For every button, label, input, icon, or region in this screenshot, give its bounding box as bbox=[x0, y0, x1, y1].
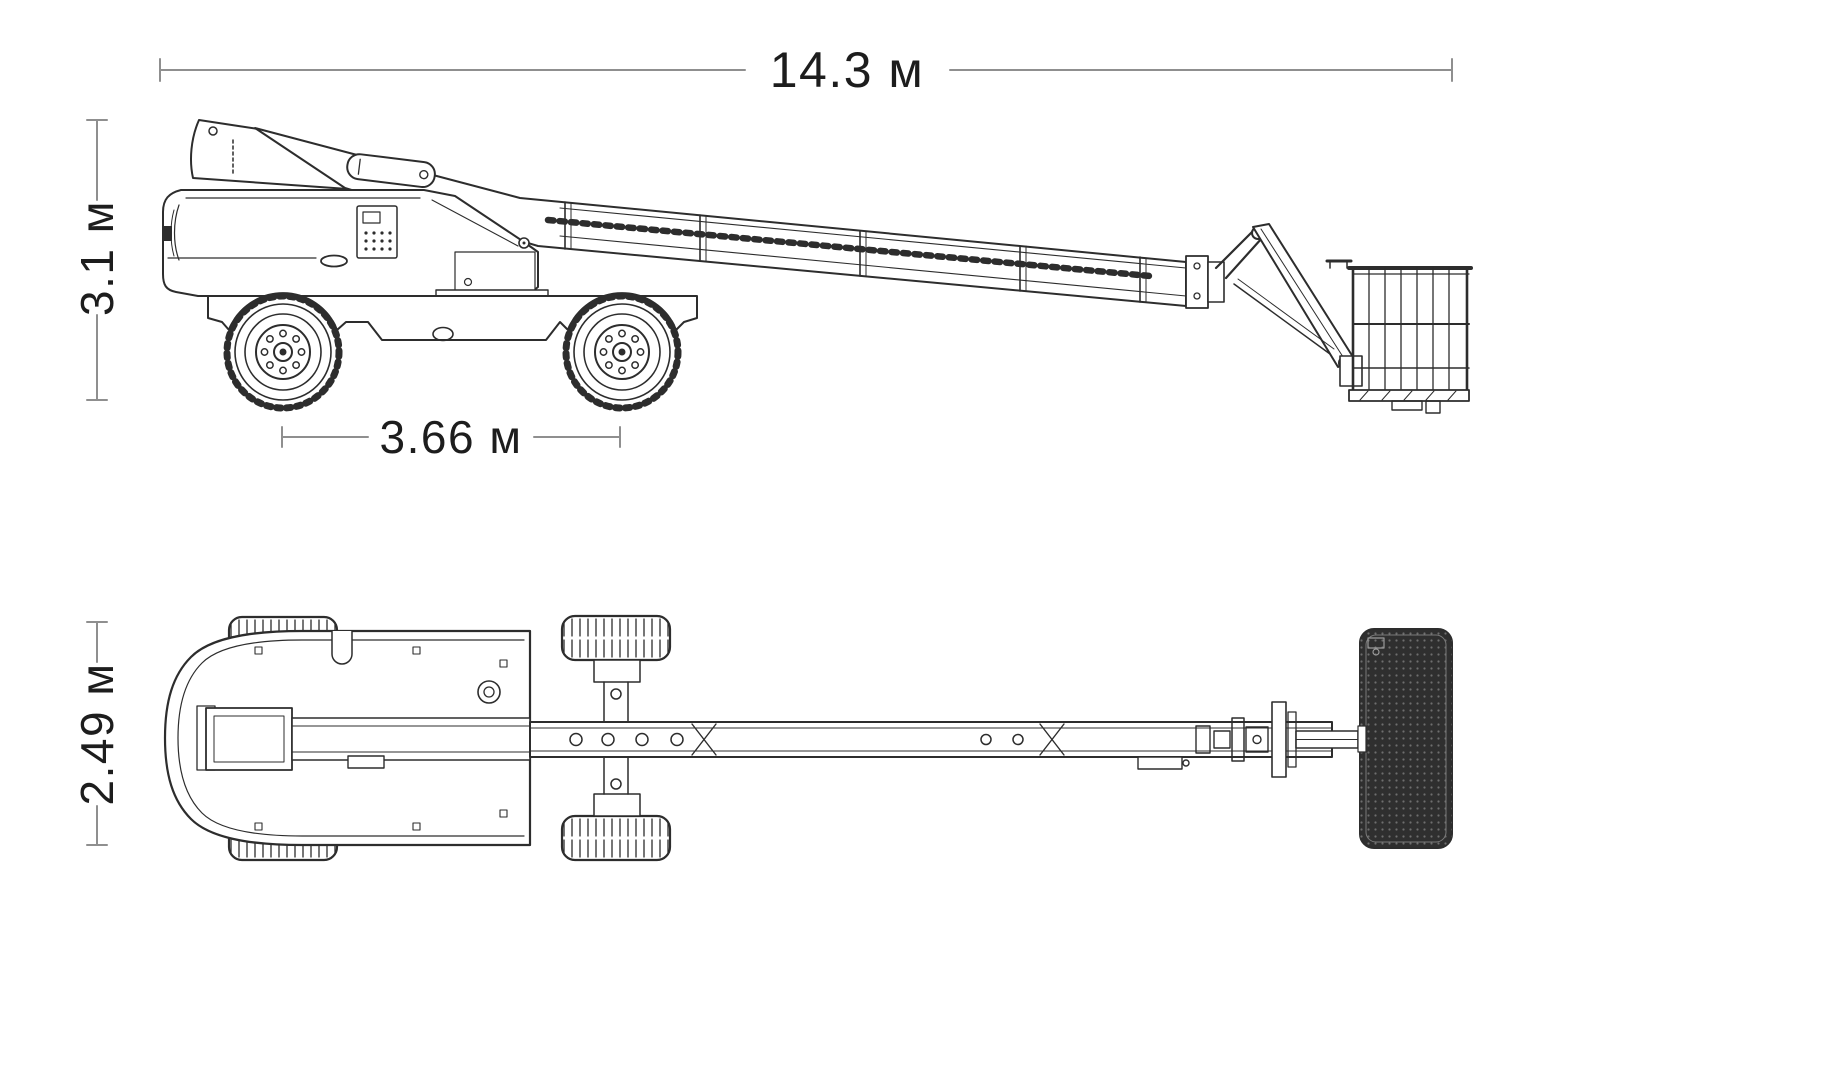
tow-hitch-hole bbox=[432, 326, 454, 342]
front-wheel-side bbox=[227, 296, 339, 408]
filler-slot bbox=[331, 630, 353, 665]
side-view bbox=[162, 119, 1473, 414]
basket-entry-notch bbox=[1357, 725, 1367, 753]
jib-and-basket-side bbox=[1185, 223, 1473, 414]
turret bbox=[435, 237, 549, 299]
height-dimension-label: 3.1 м bbox=[71, 200, 123, 316]
lift-cylinder bbox=[346, 153, 436, 189]
dimension-overall-width: 2.49 м bbox=[71, 621, 123, 846]
tire-front-right-top bbox=[560, 614, 672, 662]
body-outline bbox=[162, 189, 539, 297]
basket-side bbox=[1325, 259, 1473, 414]
boom-perforated-strip bbox=[544, 216, 1154, 280]
boom-section-joints bbox=[564, 201, 1147, 303]
width-dimension-label: 2.49 м bbox=[71, 663, 123, 806]
telescopic-boom-top bbox=[205, 701, 1359, 778]
jib-arm bbox=[1252, 223, 1354, 368]
boom-taper-marks bbox=[691, 723, 1065, 756]
rear-wheel-side bbox=[566, 296, 678, 408]
telescopic-boom-side bbox=[190, 119, 1187, 307]
rear-right-axle bbox=[593, 756, 641, 817]
dimension-overall-length: 14.3 м bbox=[159, 42, 1453, 98]
boom-butt bbox=[190, 119, 349, 190]
dimensions: 14.3 м 3.1 м 3.66 м 2.49 м bbox=[71, 42, 1453, 846]
basket-top bbox=[1357, 628, 1453, 849]
boom-base-block bbox=[205, 707, 293, 771]
machine-body-side bbox=[162, 189, 549, 299]
boom-holes bbox=[569, 732, 1024, 747]
boom-main-section bbox=[529, 721, 1333, 758]
body-handle bbox=[320, 254, 348, 268]
boom-mid-section bbox=[291, 717, 531, 761]
top-view bbox=[163, 614, 1453, 862]
dimension-overall-height: 3.1 м bbox=[71, 119, 123, 401]
tire-rear-right-top bbox=[560, 814, 672, 862]
wheelbase-dimension-label: 3.66 м bbox=[380, 411, 523, 463]
cap-detail bbox=[477, 680, 501, 704]
front-marker bbox=[163, 226, 172, 241]
body-bolts bbox=[254, 646, 508, 831]
dimension-wheelbase: 3.66 м bbox=[281, 411, 621, 463]
front-right-axle bbox=[593, 659, 641, 723]
length-dimension-label: 14.3 м bbox=[770, 42, 925, 98]
control-panel bbox=[356, 205, 398, 259]
